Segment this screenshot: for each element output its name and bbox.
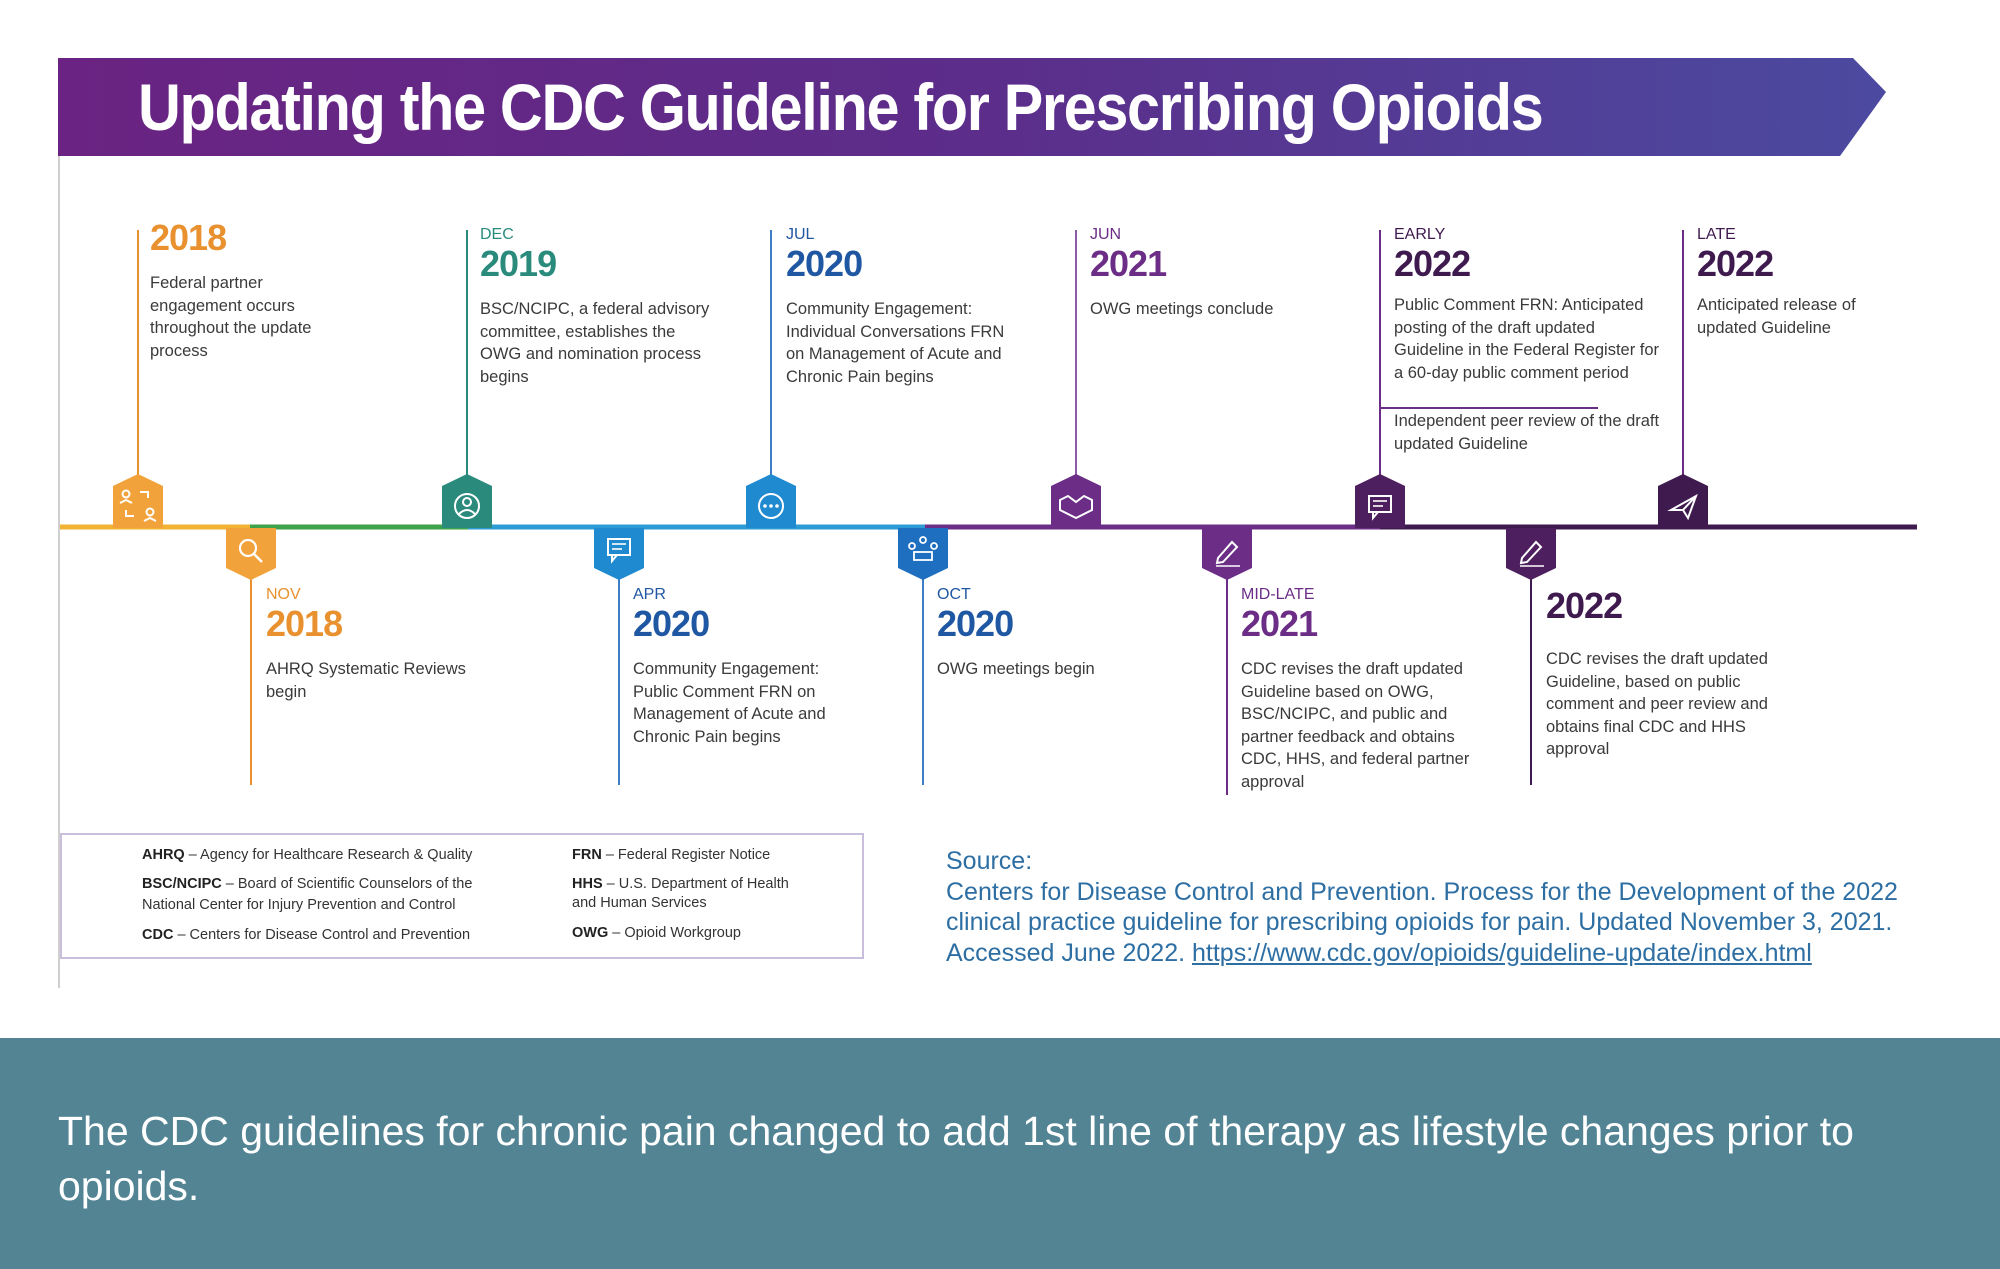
event-early-2022: EARLY 2022 Public Comment FRN: Anticipat… bbox=[1394, 226, 1664, 455]
glossary-def: – Opioid Workgroup bbox=[608, 925, 741, 941]
event-jun-2021: JUN 2021 OWG meetings conclude bbox=[1090, 226, 1330, 321]
glossary-def: – Centers for Disease Control and Preven… bbox=[173, 927, 471, 943]
glossary-def: – Federal Register Notice bbox=[601, 847, 771, 863]
magnifier-icon bbox=[226, 528, 276, 580]
source-heading: Source: bbox=[946, 847, 1033, 875]
event-month-label: JUN bbox=[1090, 226, 1122, 243]
page-title: Updating the CDC Guideline for Prescribi… bbox=[138, 70, 1544, 144]
event-description: CDC revises the draft updated Guideline,… bbox=[1546, 650, 1768, 758]
event-year: 2021 bbox=[1241, 603, 1318, 644]
event-description: Anticipated release of updated Guideline bbox=[1697, 296, 1856, 337]
glossary-item-hhs-line2: and Human Services bbox=[572, 895, 707, 911]
event-description: BSC/NCIPC, a federal advisory committee,… bbox=[480, 300, 710, 386]
event-late-2022: LATE 2022 Anticipated release of updated… bbox=[1697, 226, 1897, 339]
event-year: 2020 bbox=[786, 243, 863, 284]
banner-arrow-shape bbox=[58, 58, 1886, 156]
glossary-abbr: HHS bbox=[572, 876, 603, 892]
event-oct-2020: OCT 2020 OWG meetings begin bbox=[937, 586, 1157, 681]
event-dec-2019: DEC 2019 BSC/NCIPC, a federal advisory c… bbox=[480, 226, 720, 388]
event-month-label: LATE bbox=[1697, 226, 1736, 243]
event-year: 2020 bbox=[633, 603, 710, 644]
person-circle-icon bbox=[442, 474, 492, 528]
event-description: OWG meetings begin bbox=[937, 660, 1095, 678]
event-description: Community Engagement: Public Comment FRN… bbox=[633, 660, 826, 746]
event-month-label: NOV bbox=[266, 586, 301, 603]
event-month-label: APR bbox=[633, 586, 666, 603]
glossary-def: – Board of Scientific Counselors of the bbox=[221, 876, 473, 892]
event-nov-2018: NOV 2018 AHRQ Systematic Reviews begin bbox=[266, 586, 466, 703]
event-mid-late-2021: MID-LATE 2021 CDC revises the draft upda… bbox=[1241, 586, 1481, 793]
glossary-abbr: BSC/NCIPC bbox=[142, 876, 222, 892]
event-description: AHRQ Systematic Reviews begin bbox=[266, 660, 466, 701]
handshake-icon bbox=[1051, 474, 1101, 528]
event-year: 2022 bbox=[1697, 243, 1774, 284]
pencil-icon bbox=[1202, 528, 1252, 580]
group-meeting-icon bbox=[898, 528, 948, 580]
paper-plane-icon bbox=[1658, 474, 1708, 528]
source-text: Centers for Disease Control and Preventi… bbox=[946, 877, 1898, 967]
event-apr-2020: APR 2020 Community Engagement: Public Co… bbox=[633, 586, 853, 748]
event-month-label: OCT bbox=[937, 586, 971, 603]
source-link[interactable]: https://www.cdc.gov/opioids/guideline-up… bbox=[1192, 938, 1812, 967]
abbreviation-glossary: AHRQ – Agency for Healthcare Research & … bbox=[60, 833, 864, 959]
source-citation: Source: Centers for Disease Control and … bbox=[946, 846, 1956, 968]
event-description: CDC revises the draft updated Guideline … bbox=[1241, 660, 1470, 791]
event-jul-2020: JUL 2020 Community Engagement: Individua… bbox=[786, 226, 1026, 388]
event-description-secondary: Independent peer review of the draft upd… bbox=[1394, 412, 1660, 453]
event-year: 2018 bbox=[266, 603, 343, 644]
glossary-item-owg: OWG – Opioid Workgroup bbox=[572, 923, 741, 943]
glossary-abbr: FRN bbox=[572, 847, 602, 863]
event-year: 2018 bbox=[150, 217, 227, 258]
event-month-label: JUL bbox=[786, 226, 815, 243]
glossary-item-hhs: HHS – U.S. Department of Health bbox=[572, 874, 789, 894]
comment-icon bbox=[1355, 474, 1405, 528]
glossary-abbr: CDC bbox=[142, 927, 174, 943]
glossary-item-bsc-ncipc: BSC/NCIPC – Board of Scientific Counselo… bbox=[142, 874, 472, 894]
pencil-icon bbox=[1506, 528, 1556, 580]
footer-text: The CDC guidelines for chronic pain chan… bbox=[58, 1108, 1854, 1209]
glossary-item-bsc-ncipc-line2: National Center for Injury Prevention an… bbox=[142, 897, 456, 913]
glossary-def: – U.S. Department of Health bbox=[602, 876, 789, 892]
event-2022-bottom: 2022 CDC revises the draft updated Guide… bbox=[1546, 586, 1796, 761]
event-year: 2021 bbox=[1090, 243, 1167, 284]
event-year: 2022 bbox=[1546, 585, 1623, 626]
event-description: Community Engagement: Individual Convers… bbox=[786, 300, 1005, 386]
source-body: Centers for Disease Control and Preventi… bbox=[946, 877, 1956, 969]
event-year: 2020 bbox=[937, 603, 1014, 644]
footer-banner: The CDC guidelines for chronic pain chan… bbox=[0, 1038, 2000, 1269]
event-description: Federal partner engagement occurs throug… bbox=[150, 274, 312, 360]
event-description: OWG meetings conclude bbox=[1090, 300, 1274, 318]
event-year: 2019 bbox=[480, 243, 557, 284]
event-month-label: DEC bbox=[480, 226, 514, 243]
glossary-abbr: AHRQ bbox=[142, 847, 185, 863]
event-year: 2022 bbox=[1394, 243, 1471, 284]
comment-icon bbox=[594, 528, 644, 580]
glossary-abbr: OWG bbox=[572, 925, 609, 941]
glossary-item-cdc: CDC – Centers for Disease Control and Pr… bbox=[142, 925, 470, 945]
frame-left-border bbox=[58, 58, 60, 988]
chat-bubble-icon bbox=[746, 474, 796, 528]
event-2018: 2018 Federal partner engagement occurs t… bbox=[150, 218, 350, 362]
event-month-label: EARLY bbox=[1394, 226, 1446, 243]
title-banner: Updating the CDC Guideline for Prescribi… bbox=[58, 58, 1886, 156]
glossary-item-ahrq: AHRQ – Agency for Healthcare Research & … bbox=[142, 845, 472, 865]
people-exchange-icon bbox=[113, 474, 163, 528]
event-month-label: MID-LATE bbox=[1241, 586, 1315, 603]
glossary-item-frn: FRN – Federal Register Notice bbox=[572, 845, 770, 865]
glossary-def: – Agency for Healthcare Research & Quali… bbox=[184, 847, 473, 863]
event-description: Public Comment FRN: Anticipated posting … bbox=[1394, 296, 1660, 382]
